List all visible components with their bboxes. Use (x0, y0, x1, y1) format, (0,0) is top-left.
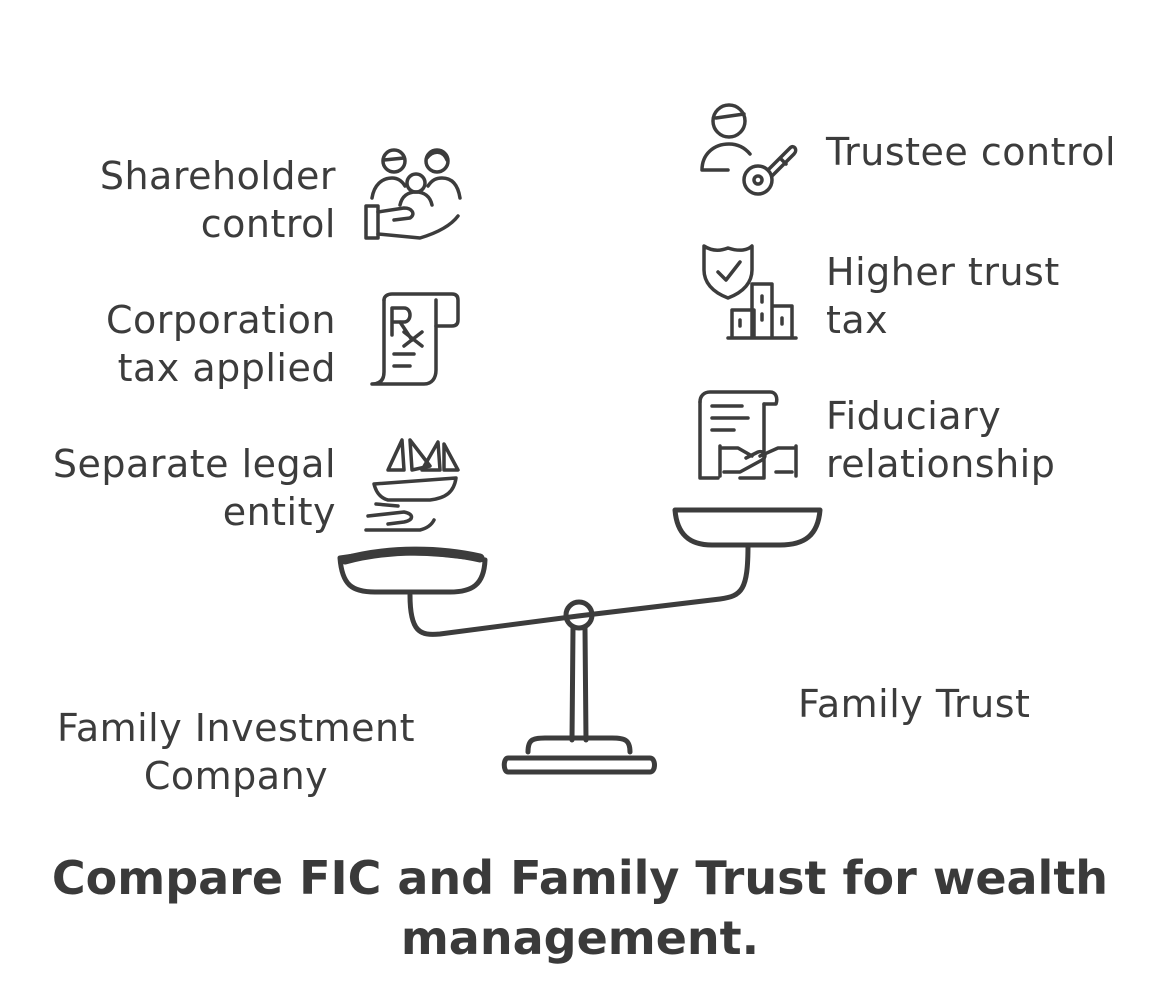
family-trust-label: Family Trust (798, 682, 1031, 726)
balance-scale-icon (337, 507, 823, 775)
scale-base (501, 755, 657, 775)
item-trustee-control: Trustee control (826, 130, 1117, 174)
diagram-title: Compare FIC and Family Trust for wealth … (51, 851, 1109, 965)
item-separate-legal-entity: Separate legal entity (52, 442, 336, 534)
document-handshake-icon (698, 390, 798, 480)
scale-pole (569, 625, 589, 743)
people-hand-icon (364, 148, 462, 240)
prescription-scroll-icon (370, 292, 460, 386)
scale-beam (407, 542, 751, 637)
item-corporation-tax: Corporation tax applied (106, 298, 336, 390)
person-key-icon (700, 103, 798, 196)
item-higher-trust-tax: Higher trust tax (826, 250, 1060, 342)
boats-hand-icon (364, 438, 460, 532)
scale-pivot (563, 599, 595, 631)
shield-building-icon (702, 244, 798, 340)
item-shareholder-control: Shareholder control (99, 154, 336, 246)
family-investment-company-label: Family Investment Company (56, 706, 416, 798)
item-fiduciary-relationship: Fiduciary relationship (826, 394, 1056, 486)
scale-base-top (525, 735, 633, 755)
right-pan (672, 507, 823, 548)
